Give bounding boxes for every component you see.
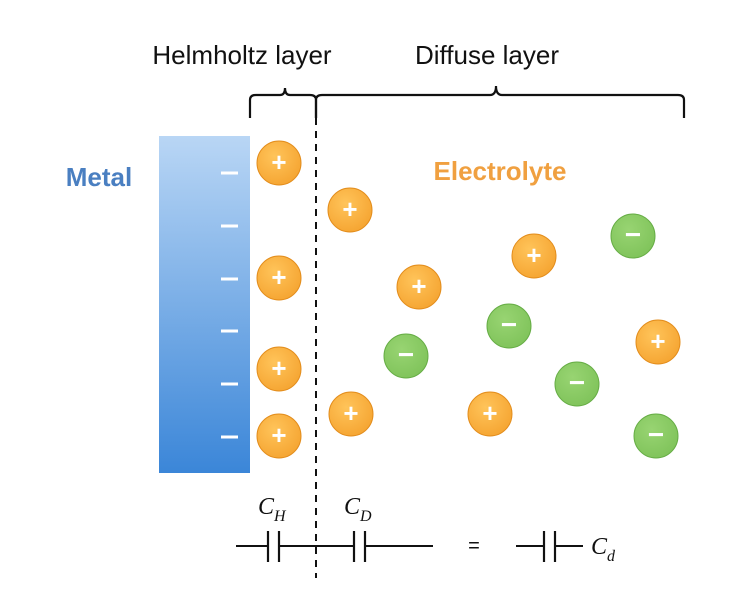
anion-circle: [554, 361, 600, 407]
cation-circle: [256, 255, 302, 301]
diffuse-layer-label: Diffuse layer: [415, 40, 559, 70]
cation-ion: +: [256, 346, 302, 392]
plus-sign: +: [271, 262, 286, 292]
helmholtz-brace: [248, 87, 318, 118]
plus-sign: +: [411, 271, 426, 301]
cation-circle: [256, 346, 302, 392]
metal-electrode: [159, 136, 250, 473]
minus-sign: −: [569, 367, 585, 398]
ions-group: + + + + + + + + + + − − − − −: [256, 140, 681, 459]
helmholtz-layer-label: Helmholtz layer: [152, 40, 332, 70]
minus-sign: −: [501, 309, 517, 340]
electrolyte-label: Electrolyte: [434, 156, 567, 186]
cd-symbol: CD: [344, 494, 372, 525]
cation-circle: [328, 391, 374, 437]
cation-ion: +: [396, 264, 442, 310]
plus-sign: +: [271, 420, 286, 450]
plus-sign: +: [271, 147, 286, 177]
anion-ion: −: [554, 361, 600, 407]
cation-ion: +: [511, 233, 557, 279]
anion-ion: −: [610, 213, 656, 259]
minus-sign: −: [398, 339, 414, 370]
surface-charges: [221, 171, 238, 439]
plus-sign: +: [271, 353, 286, 383]
metal-label: Metal: [66, 162, 132, 192]
minus-sign: −: [625, 219, 641, 250]
cation-circle: [256, 140, 302, 186]
series-capacitor-circuit: CH CD = Cd: [236, 494, 616, 565]
plus-sign: +: [650, 326, 665, 356]
plus-sign: +: [343, 398, 358, 428]
cation-ion: +: [467, 391, 513, 437]
cation-circle: [467, 391, 513, 437]
cation-circle: [511, 233, 557, 279]
ch-symbol: CH: [258, 494, 287, 525]
equals-sign: =: [468, 535, 480, 557]
anion-circle: [486, 303, 532, 349]
anion-circle: [610, 213, 656, 259]
cation-ion: +: [256, 413, 302, 459]
cation-ion: +: [328, 391, 374, 437]
plus-sign: +: [342, 194, 357, 224]
cation-ion: +: [635, 319, 681, 365]
anion-ion: −: [383, 333, 429, 379]
plus-sign: +: [482, 398, 497, 428]
plus-sign: +: [526, 240, 541, 270]
anion-ion: −: [633, 413, 679, 459]
cation-ion: +: [256, 140, 302, 186]
anion-ion: −: [486, 303, 532, 349]
minus-sign: −: [648, 419, 664, 450]
cation-circle: [635, 319, 681, 365]
cation-circle: [396, 264, 442, 310]
cation-circle: [327, 187, 373, 233]
diffuse-brace: [314, 85, 686, 118]
anion-circle: [383, 333, 429, 379]
cation-ion: +: [256, 255, 302, 301]
anion-circle: [633, 413, 679, 459]
cation-circle: [256, 413, 302, 459]
cd-equivalent-symbol: Cd: [591, 534, 616, 565]
cation-ion: +: [327, 187, 373, 233]
